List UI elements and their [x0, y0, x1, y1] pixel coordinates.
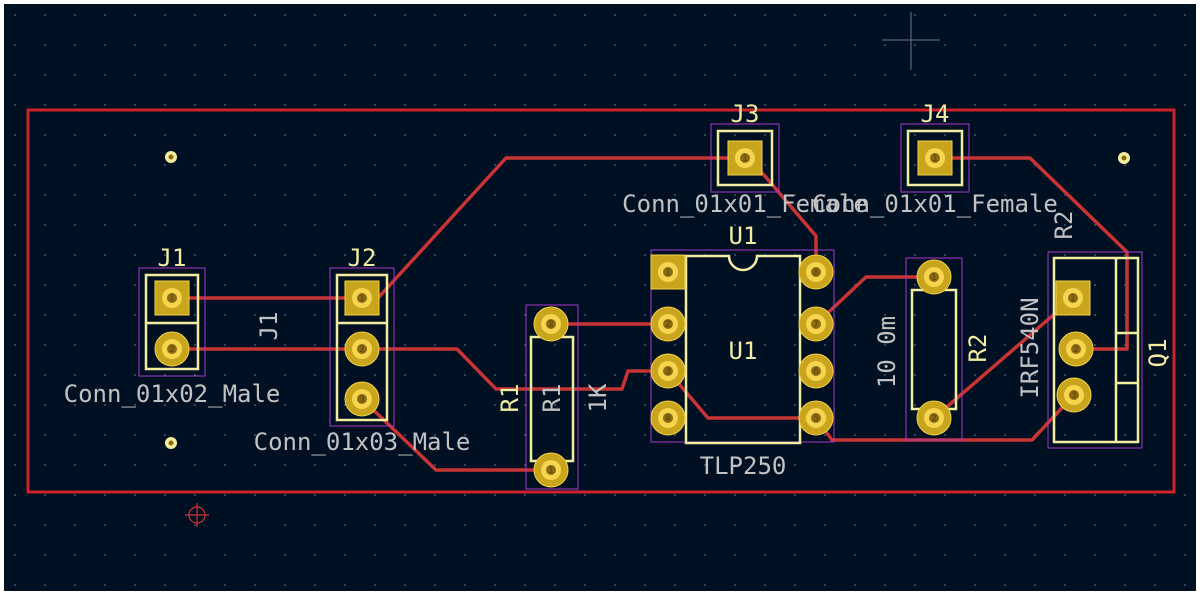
- pad-number: 2: [1073, 345, 1079, 355]
- pad-r2-1[interactable]: 1: [916, 259, 952, 295]
- footprint-j2[interactable]: 1 2 3 J2 Conn_01x03_Male: [254, 244, 471, 456]
- j4-courtyard: [900, 123, 970, 193]
- footprint-r1[interactable]: 2 1 R1 R1 1K: [496, 304, 612, 490]
- pad-number: 2: [548, 320, 554, 330]
- j1-fab-reference: J1: [255, 312, 283, 341]
- pad-r2-2[interactable]: 2: [916, 400, 952, 436]
- footprint-j3[interactable]: 1 J3 Conn_01x01_Female: [622, 100, 868, 218]
- pad-q1-2[interactable]: 2: [1058, 331, 1094, 367]
- j2-value: Conn_01x03_Male: [254, 428, 471, 456]
- pad-j2-1[interactable]: 1: [344, 280, 380, 316]
- pad-number: 1: [1070, 294, 1076, 304]
- track-j2-3-r1-1[interactable]: [360, 397, 553, 472]
- pad-j3-1[interactable]: 1: [727, 140, 763, 176]
- j2-reference: J2: [348, 244, 377, 272]
- j3-silkscreen: [716, 129, 774, 187]
- r1-value: 1K: [584, 383, 612, 412]
- pad-j2-2[interactable]: 2: [344, 331, 380, 367]
- pad-number: 1: [931, 273, 937, 283]
- pad-number: 1: [665, 268, 671, 278]
- pad-number: 6: [813, 367, 819, 377]
- j1-courtyard: [138, 267, 206, 377]
- pad-q1-1[interactable]: 1: [1055, 280, 1091, 316]
- pad-u1-5[interactable]: 5: [798, 400, 834, 436]
- pad-u1-8[interactable]: 8: [798, 254, 834, 290]
- j3-reference: J3: [731, 100, 760, 128]
- crosshair-icon: [882, 12, 940, 70]
- board-edge-cuts[interactable]: [26, 108, 1176, 494]
- pad-u1-3[interactable]: 3: [650, 353, 686, 389]
- track-j1-2-r1[interactable]: [170, 347, 670, 391]
- r1-reference: R1: [496, 384, 524, 413]
- pad-u1-6[interactable]: 6: [798, 353, 834, 389]
- pad-number: 3: [665, 367, 671, 377]
- track-u1-7-r2-1[interactable]: [814, 275, 936, 326]
- pad-j1-2[interactable]: 2: [154, 331, 190, 367]
- j4-value: Conn_01x01_Female: [812, 190, 1058, 218]
- pad-number: 4: [665, 414, 671, 424]
- pad-number: 1: [932, 154, 938, 164]
- j3-value: Conn_01x01_Female: [622, 190, 868, 218]
- u1-silkscreen: [684, 254, 802, 445]
- pad-number: 2: [665, 320, 671, 330]
- u1-value: TLP250: [700, 452, 787, 480]
- j2-courtyard: [329, 267, 395, 427]
- q1-reference: Q1: [1144, 339, 1172, 368]
- pad-u1-7[interactable]: 7: [798, 306, 834, 342]
- pad-u1-2[interactable]: 2: [650, 306, 686, 342]
- footprint-u1[interactable]: 1 2 3 4 5 6 7 8 U1 U1: [650, 222, 835, 480]
- u1-fab-reference: U1: [729, 337, 758, 365]
- pad-number: 2: [169, 345, 175, 355]
- footprint-j4[interactable]: 1 J4 Conn_01x01_Female: [812, 100, 1058, 218]
- r2-courtyard: [905, 257, 963, 441]
- r1-courtyard: [525, 304, 579, 490]
- pad-number: 1: [359, 294, 365, 304]
- pad-j2-3[interactable]: 3: [344, 381, 380, 417]
- j4-silkscreen: [906, 129, 964, 187]
- pad-number: 1: [742, 154, 748, 164]
- footprint-r2[interactable]: 1 2 10 0m R2: [873, 257, 992, 441]
- pad-q1-3[interactable]: 3: [1056, 377, 1092, 413]
- r2-value: 10 0m: [873, 316, 901, 388]
- j1-value: Conn_01x02_Male: [64, 380, 281, 408]
- r2-reference: R2: [964, 334, 992, 363]
- origin-marker-icon: [185, 503, 209, 527]
- pad-number: 3: [359, 395, 365, 405]
- q1-value: IRF540N: [1016, 297, 1044, 398]
- pad-u1-1[interactable]: 1: [650, 254, 686, 290]
- j4-reference: J4: [921, 100, 950, 128]
- pad-number: 5: [813, 414, 819, 424]
- pad-r1-1[interactable]: 1: [533, 452, 569, 488]
- pad-number: 2: [931, 414, 937, 424]
- pad-number: 3: [1071, 391, 1077, 401]
- u1-reference: U1: [729, 222, 758, 250]
- mounting-holes: [165, 151, 1130, 449]
- r1-fab-reference: R1: [538, 384, 566, 413]
- pad-r1-2[interactable]: 2: [533, 306, 569, 342]
- j2-silkscreen: [335, 273, 389, 422]
- footprint-j1[interactable]: 1 2 J1 Conn_01x02_Male J1: [64, 244, 283, 408]
- j1-reference: J1: [158, 244, 187, 272]
- q1-courtyard: [1047, 251, 1143, 449]
- pad-u1-4[interactable]: 4: [650, 400, 686, 436]
- pad-number: 2: [359, 345, 365, 355]
- pad-number: 8: [813, 268, 819, 278]
- q1-fab-reference: R2: [1050, 211, 1078, 240]
- pad-j1-1[interactable]: 1: [154, 280, 190, 316]
- footprint-q1[interactable]: 1 2 3 IRF540N R2 Q1: [1016, 211, 1172, 449]
- pad-number: 7: [813, 320, 819, 330]
- pad-number: 1: [169, 294, 175, 304]
- track-u1-3-u1-5[interactable]: [666, 369, 818, 420]
- q1-silkscreen: [1052, 256, 1140, 444]
- j3-courtyard: [710, 123, 780, 193]
- pad-number: 1: [548, 466, 554, 476]
- pad-j4-1[interactable]: 1: [917, 140, 953, 176]
